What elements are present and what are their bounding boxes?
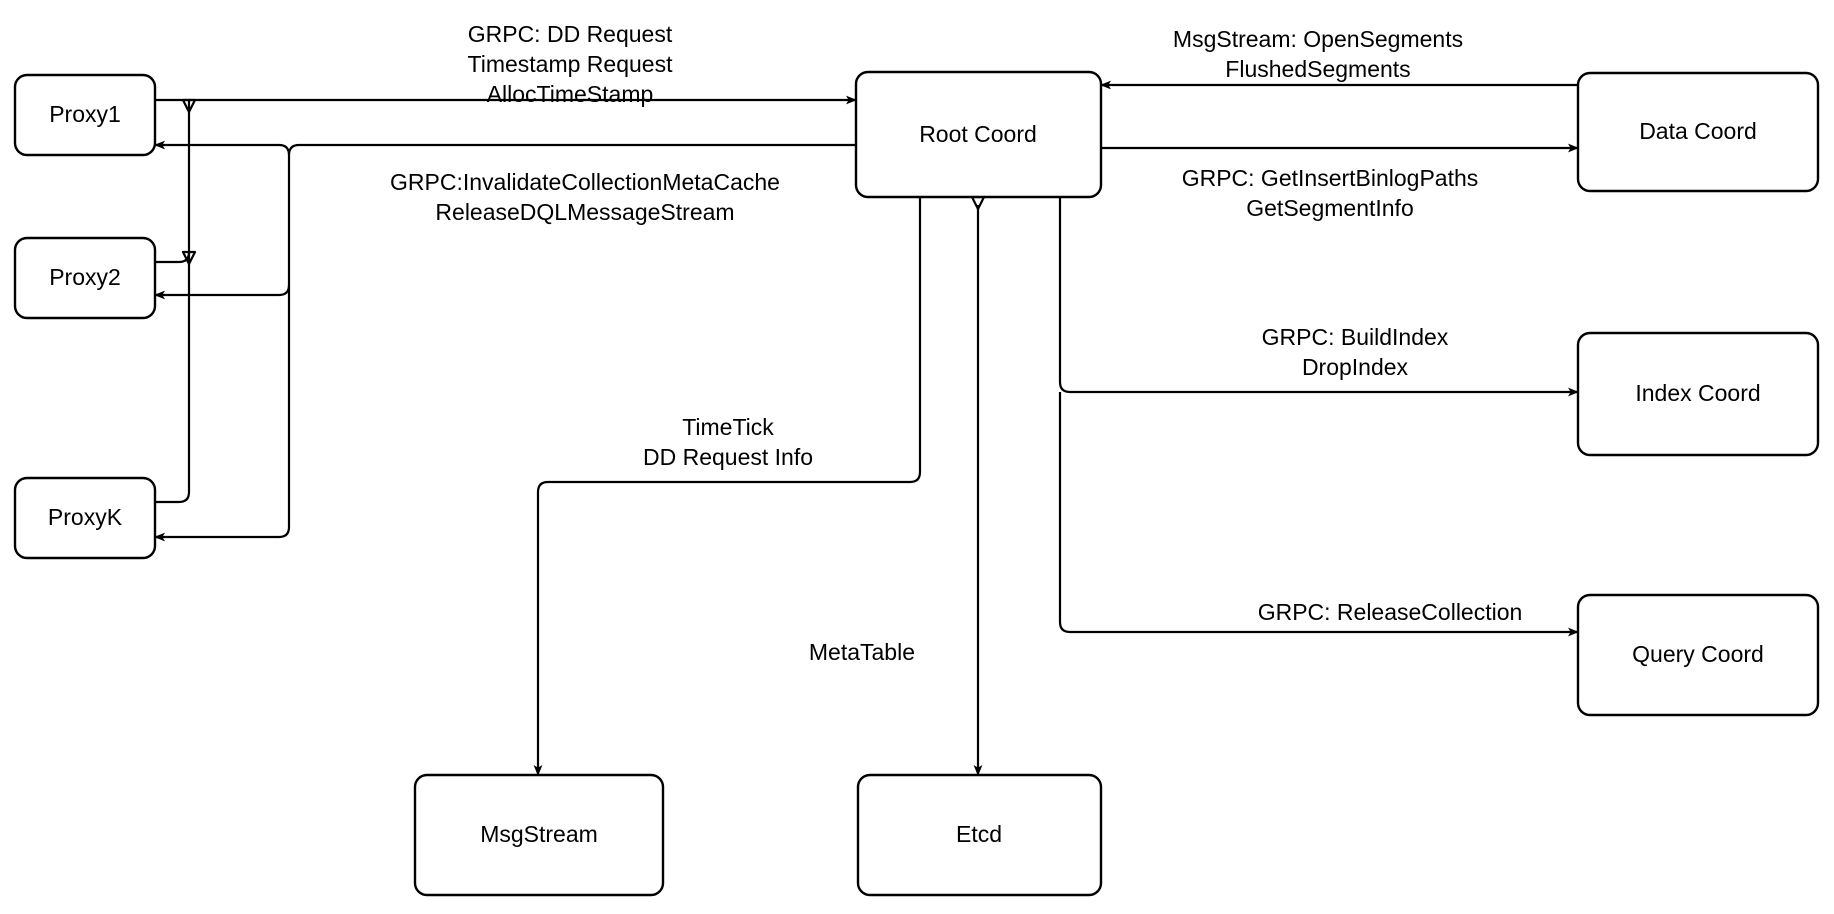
node-label-msgstream: MsgStream [480,821,598,847]
edges-layer [154,80,1579,776]
node-label-proxyk: ProxyK [48,504,123,530]
node-label-rootcoord: Root Coord [919,121,1037,147]
edge-rootcoord-to-proxies [154,140,856,542]
node-box-proxy2[interactable] [13,236,157,320]
edge-rootcoord-to-msgstream [533,197,922,776]
node-box-etcd[interactable] [856,773,1103,897]
edge-rootcoord-to-indexcoord [1058,197,1579,397]
node-label-querycoord: Query Coord [1632,641,1764,667]
node-label-datacoord: Data Coord [1639,118,1757,144]
node-proxy2[interactable]: Proxy2 [13,236,157,320]
edge-arrow-proxy-trunk-top [181,98,197,114]
edge-line-rootcoord-proxyk [154,143,856,542]
edge-line-rootcoord-querycoord [1058,392,1579,637]
node-box-proxyk[interactable] [13,476,157,560]
node-msgstream[interactable]: MsgStream [413,773,665,897]
node-proxyk[interactable]: ProxyK [13,476,157,560]
node-box-proxy1[interactable] [13,73,157,157]
edge-rootcoord-to-querycoord [1058,392,1579,637]
node-rootcoord[interactable]: Root Coord [854,70,1103,199]
node-label-indexcoord: Index Coord [1635,380,1760,406]
nodes-layer: Proxy1 Proxy2 ProxyK Root Coord Data Coo… [13,70,1820,897]
edge-line-proxyk-join [155,252,191,504]
node-box-msgstream[interactable] [413,773,665,897]
node-indexcoord[interactable]: Index Coord [1576,331,1820,457]
node-box-rootcoord[interactable] [854,70,1103,199]
edge-label-rootcoord-etcd-metatable: MetaTable [809,639,915,665]
edge-line-rootcoord-proxy2 [154,284,291,300]
node-box-datacoord[interactable] [1576,71,1820,193]
edge-line-proxy2-join [155,100,191,264]
edge-label-rootcoord-to-querycoord: GRPC: ReleaseCollection [1258,599,1523,625]
edge-line-rootcoord-msgstream [533,197,922,776]
edge-line-rootcoord-proxy1 [154,140,291,156]
edge-rootcoord-etcd-metatable [970,195,986,776]
edge-proxy-to-rootcoord [155,95,857,504]
edge-line-rootcoord-indexcoord [1058,197,1579,397]
node-label-proxy2: Proxy2 [49,264,121,290]
node-proxy1[interactable]: Proxy1 [13,73,157,157]
node-label-etcd: Etcd [956,821,1002,847]
node-etcd[interactable]: Etcd [856,773,1103,897]
edge-arrow-etcd-rootcoord [970,195,986,211]
node-box-querycoord[interactable] [1576,593,1820,717]
node-datacoord[interactable]: Data Coord [1576,71,1820,193]
node-box-indexcoord[interactable] [1576,331,1820,457]
edge-arrow-proxy-trunk-mid [181,250,197,266]
node-label-proxy1: Proxy1 [49,101,121,127]
node-querycoord[interactable]: Query Coord [1576,593,1820,717]
